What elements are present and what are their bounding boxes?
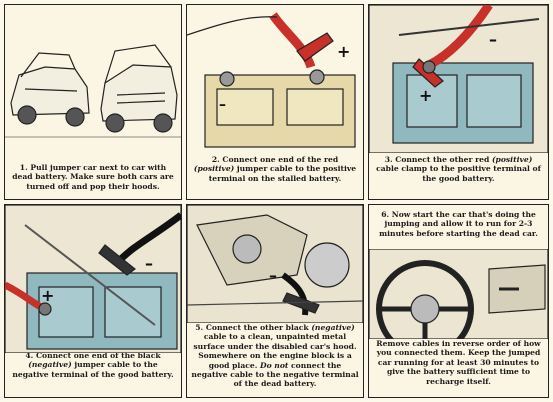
minus-symbol: – — [489, 30, 497, 49]
black-clamp-good-battery-illustration: + – — [5, 205, 181, 353]
step-6-caption: 6. Now start the car that's doing the ju… — [379, 210, 538, 238]
engine-ground-illustration: – — [187, 205, 363, 323]
step-3-panel: – + 3. Connect the other red (positive) … — [368, 4, 549, 200]
two-cars-illustration — [5, 44, 181, 138]
plus-symbol: + — [41, 286, 54, 305]
plus-symbol: + — [337, 42, 350, 61]
step-4-caption: 4. Connect one end of the black (negativ… — [12, 351, 174, 379]
step-5-panel: – 5. Connect the other black (negative) … — [186, 204, 364, 398]
step-3-caption: 3. Connect the other red (positive) cabl… — [376, 155, 541, 183]
step-1-caption: 1. Pull jumper car next to car with dead… — [12, 163, 174, 191]
step-2-panel: + – 2. Connect one end of the red (posit… — [186, 4, 364, 200]
plus-symbol: + — [419, 86, 432, 105]
red-clamp-dead-battery-illustration: + – — [187, 12, 356, 148]
red-clamp-good-battery-illustration: – + — [369, 5, 548, 153]
minus-symbol: – — [145, 254, 153, 273]
step-5-caption: 5. Connect the other black (negative) ca… — [191, 323, 359, 389]
minus-symbol: – — [269, 266, 277, 285]
step-1-panel: 1. Pull jumper car next to car with dead… — [4, 4, 182, 200]
step-4-panel: + – 4. Connect one end of the black (neg… — [4, 204, 182, 398]
steering-wheel-ignition-illustration — [369, 249, 548, 339]
step-6-panel: 6. Now start the car that's doing the ju… — [368, 204, 549, 398]
step-2-caption: 2. Connect one end of the red (positive)… — [193, 155, 357, 183]
minus-symbol: – — [219, 97, 226, 113]
final-note: Remove cables in reverse order of how yo… — [376, 339, 541, 386]
